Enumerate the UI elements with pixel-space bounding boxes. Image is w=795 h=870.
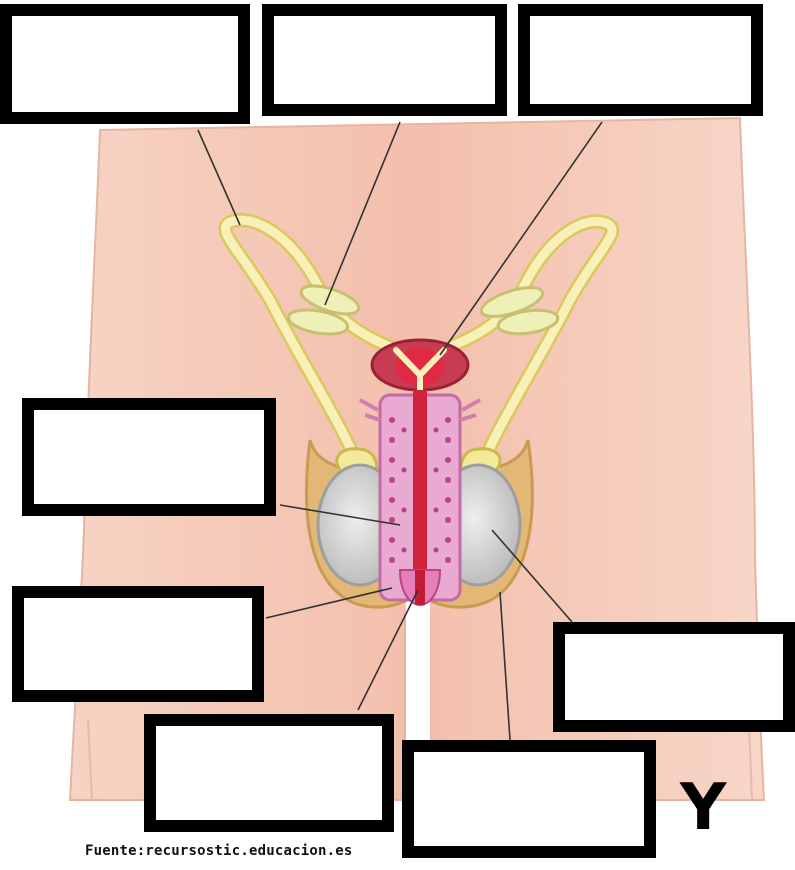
label-box-lower-left[interactable]: [12, 586, 264, 702]
label-box-top-middle[interactable]: [262, 4, 507, 116]
urethra: [413, 390, 427, 600]
urethral-opening: [415, 570, 425, 605]
label-box-top-left[interactable]: [0, 4, 250, 124]
source-credit: Fuente:recursostic.educacion.es: [85, 843, 353, 859]
label-box-top-right[interactable]: [518, 4, 763, 116]
label-box-bottom-middle[interactable]: [144, 714, 394, 832]
label-box-bottom-right[interactable]: [553, 622, 795, 732]
label-box-bottom-center[interactable]: [402, 740, 656, 858]
corner-letter: Y: [680, 776, 726, 840]
label-box-middle-left[interactable]: [22, 398, 276, 516]
